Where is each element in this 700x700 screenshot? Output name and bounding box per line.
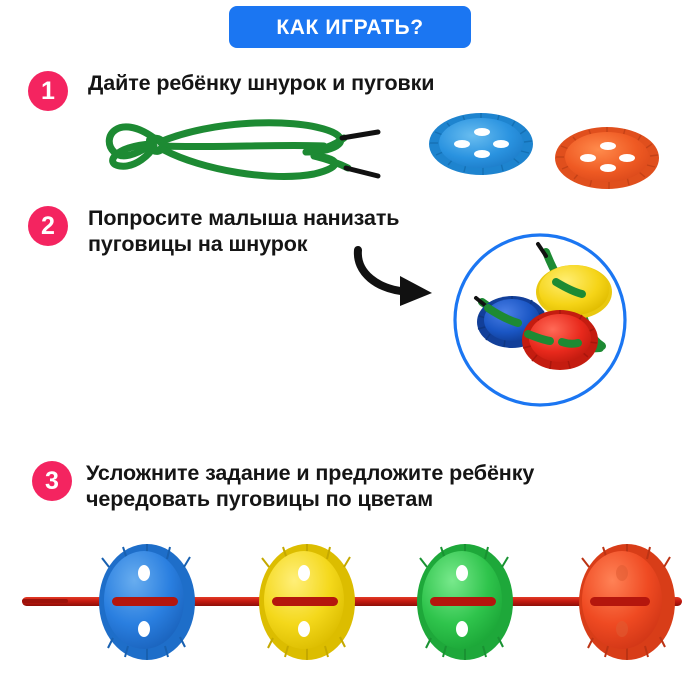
bottom-blue-button bbox=[99, 544, 195, 660]
bottom-red-button bbox=[579, 544, 675, 660]
bottom-green-button bbox=[417, 544, 513, 660]
button-holes bbox=[454, 128, 509, 158]
step1-blue-button bbox=[425, 108, 537, 180]
threaded-buttons-circle-inset bbox=[450, 230, 630, 410]
curved-arrow-icon bbox=[352, 246, 456, 308]
step-text-3: Усложните задание и предложите ребёнку ч… bbox=[86, 461, 535, 511]
four-buttons-on-lace-illustration bbox=[22, 540, 682, 660]
step-badge-1: 1 bbox=[28, 71, 68, 111]
step-badge-3: 3 bbox=[32, 461, 72, 501]
aglet bbox=[339, 129, 381, 179]
step1-orange-button bbox=[551, 122, 663, 194]
bottom-yellow-button bbox=[259, 544, 355, 660]
step-badge-2: 2 bbox=[28, 206, 68, 246]
header-banner: КАК ИГРАТЬ? bbox=[229, 6, 471, 48]
button-holes bbox=[580, 142, 635, 172]
green-shoelace-illustration bbox=[92, 104, 382, 190]
step-text-2: Попросите малыша нанизать пуговицы на шн… bbox=[88, 206, 400, 256]
page-title: КАК ИГРАТЬ? bbox=[276, 15, 424, 39]
step-text-1: Дайте ребёнку шнурок и пуговки bbox=[88, 71, 435, 95]
